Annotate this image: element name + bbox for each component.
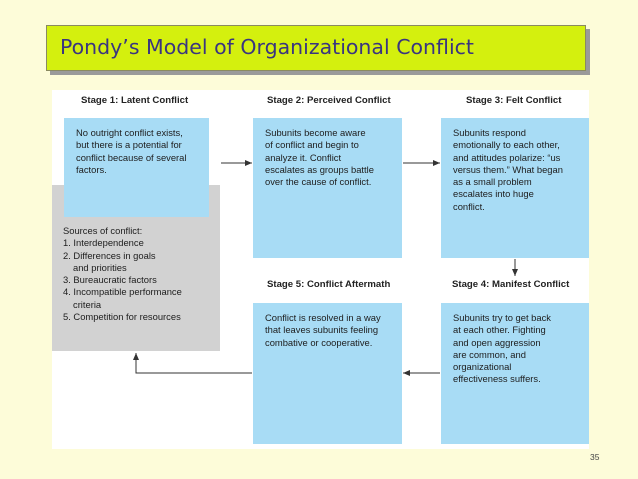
arrow-5-to-1 [133,353,252,374]
stage-1-box: No outright conflict exists, but there i… [64,118,209,217]
source-item: 3. Bureaucratic factors [63,274,157,286]
stage-4-box: Subunits try to get back at each other. … [441,303,589,444]
stage-2-text: Subunits become aware [265,127,366,138]
stage-1-text: but there is a potential for [76,139,182,151]
stage-4-text: are common, and [453,348,526,360]
slide-title: Pondy’s Model of Organizational Conflict [60,35,474,59]
stage-3-box: Subunits respond emotionally to each oth… [441,118,589,258]
stage-3-text: and attitudes polarize: “us [453,151,561,163]
stage-3-text: escalates into huge [453,188,534,200]
stage-2-box: Subunits become aware of conflict and be… [253,118,402,258]
stage-1-label: Stage 1: Latent Conflict [81,95,189,106]
stage-1-text: No outright conflict exists, [76,127,183,138]
stage-3-text: as a small problem [453,176,532,188]
stage-4-text: organizational [453,361,512,373]
stage-4-text: effectiveness suffers. [453,373,541,385]
stage-2-label: Stage 2: Perceived Conflict [267,95,391,106]
stage-5-text: combative or cooperative. [265,336,373,348]
page-number: 35 [590,452,600,462]
stage-2-text: analyze it. Conflict [265,151,342,163]
source-item: 5. Competition for resources [63,311,181,323]
stage-4-label: Stage 4: Manifest Conflict [452,279,570,290]
stage-2-text: escalates as groups battle [265,163,374,175]
stage-5-box: Conflict is resolved in a way that leave… [253,303,402,444]
stage-3-text: Subunits respond [453,127,526,138]
stage-3-text: emotionally to each other, [453,139,560,151]
source-item: and priorities [73,261,127,273]
sources-heading: Sources of conflict: [63,225,143,236]
stage-2-text: of conflict and begin to [265,139,359,151]
stage-4-text: at each other. Fighting [453,324,546,336]
stage-3-label: Stage 3: Felt Conflict [466,95,562,106]
source-item: 2. Differences in goals [63,249,156,261]
stage-5-text: Conflict is resolved in a way [265,312,381,323]
title-bar: Pondy’s Model of Organizational Conflict [46,25,586,71]
stage-3-text: conflict. [453,200,485,212]
flow-arrows [133,160,518,376]
stage-5-text: that leaves subunits feeling [265,324,379,336]
stage-4-text: Subunits try to get back [453,312,551,323]
conflict-diagram: Stage 1: Latent Conflict Stage 2: Percei… [52,90,589,449]
source-item: 4. Incompatible performance [63,286,182,298]
source-item: 1. Interdependence [63,237,144,249]
stage-1-text: conflict because of several [76,151,187,163]
stage-5-label: Stage 5: Conflict Aftermath [267,279,391,290]
source-item: criteria [73,298,102,310]
stage-1-text: factors. [76,163,107,175]
stage-4-text: and open aggression [453,336,541,348]
stage-2-text: over the cause of conflict. [265,176,372,188]
stage-3-text: versus them.” What began [453,163,563,175]
